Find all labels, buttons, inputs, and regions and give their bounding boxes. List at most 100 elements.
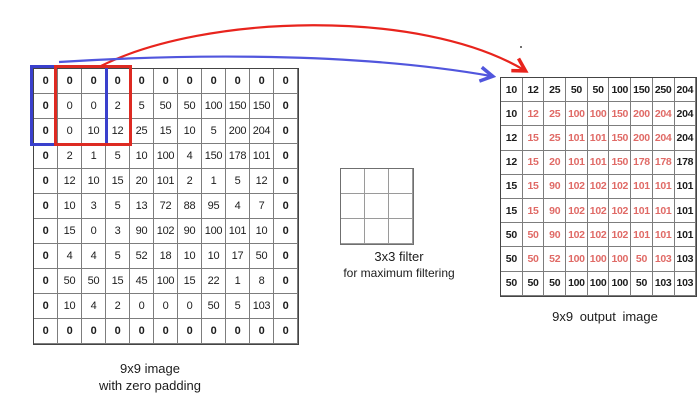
padded-grid-cell: 0	[226, 69, 250, 94]
padded-grid-cell: 100	[202, 94, 226, 119]
padded-grid-cell: 72	[154, 194, 178, 219]
output-grid-cell: 150	[609, 102, 632, 127]
output-grid-cell: 12	[522, 78, 545, 103]
output-grid-cell: 50	[522, 247, 545, 272]
output-grid-cell: 20	[544, 150, 567, 175]
padded-grid-cell: 0	[226, 319, 250, 344]
filter-cell	[365, 219, 389, 244]
output-grid-cell: 150	[631, 78, 653, 103]
padded-grid-cell: 0	[34, 319, 58, 344]
padded-grid-cell: 0	[58, 94, 82, 119]
padded-grid-cell: 2	[58, 144, 82, 169]
output-image-label: 9x9 output image	[552, 309, 658, 324]
padded-grid-cell: 4	[226, 194, 250, 219]
output-grid-cell: 101	[631, 198, 653, 224]
output-grid-cell: 101	[566, 126, 588, 151]
output-grid-cell: 50	[631, 247, 653, 272]
padded-grid-cell: 4	[178, 144, 202, 169]
output-grid-cell: 50	[522, 271, 545, 296]
padded-grid-cell: 15	[58, 219, 82, 244]
output-grid-cell: 101	[631, 174, 653, 199]
padded-grid-cell: 50	[250, 244, 274, 269]
padded-grid-cell: 0	[274, 269, 298, 294]
padded-grid-cell: 101	[226, 219, 250, 244]
output-grid-cell: 100	[587, 247, 610, 272]
filter-cell	[389, 194, 413, 219]
padded-grid-cell: 5	[226, 169, 250, 194]
output-grid-cell: 103	[652, 247, 675, 272]
output-grid-cell: 50	[501, 223, 523, 248]
padded-grid-cell: 0	[82, 219, 106, 244]
output-grid-cell: 150	[609, 150, 632, 175]
filter-cell	[341, 169, 365, 194]
padded-grid-cell: 0	[106, 319, 130, 344]
padded-grid-cell: 0	[202, 69, 226, 94]
padded-grid-cell: 90	[130, 219, 154, 244]
padded-grid-cell: 20	[130, 169, 154, 194]
filter-cell	[341, 219, 365, 244]
padded-grid-cell: 0	[34, 69, 58, 94]
output-grid-cell: 101	[587, 150, 610, 175]
padded-grid-cell: 0	[130, 319, 154, 344]
padded-grid-cell: 101	[154, 169, 178, 194]
padded-grid-cell: 100	[154, 144, 178, 169]
padded-grid-cell: 101	[250, 144, 274, 169]
padded-grid-cell: 5	[226, 294, 250, 319]
padded-grid-cell: 0	[34, 269, 58, 294]
padded-grid-cell: 13	[130, 194, 154, 219]
filter-grid	[340, 168, 414, 245]
padded-grid-cell: 25	[130, 119, 154, 144]
padded-grid-cell: 0	[154, 294, 178, 319]
padded-grid-cell: 0	[178, 319, 202, 344]
output-grid-cell: 204	[652, 102, 675, 127]
padded-grid-cell: 18	[154, 244, 178, 269]
output-grid-cell: 102	[609, 223, 632, 248]
padded-grid-cell: 45	[130, 269, 154, 294]
output-grid-cell: 50	[501, 247, 523, 272]
padded-grid-cell: 10	[58, 294, 82, 319]
output-grid-cell: 100	[587, 271, 610, 296]
padded-grid-cell: 0	[154, 319, 178, 344]
output-grid-cell: 15	[501, 174, 523, 199]
output-grid-cell: 100	[566, 247, 588, 272]
padded-grid-cell: 0	[34, 294, 58, 319]
padded-grid-cell: 10	[202, 244, 226, 269]
output-grid-cell: 204	[652, 126, 675, 151]
output-grid-cell: 101	[631, 223, 653, 248]
padded-grid-cell: 12	[58, 169, 82, 194]
output-grid-cell: 12	[501, 150, 523, 175]
output-grid-cell: 10	[501, 102, 523, 127]
output-grid-cell: 101	[652, 174, 675, 199]
padded-grid-cell: 0	[82, 319, 106, 344]
padded-grid-cell: 0	[202, 319, 226, 344]
output-grid-cell: 12	[522, 102, 545, 127]
output-grid-cell: 102	[587, 174, 610, 199]
padded-grid-cell: 0	[274, 319, 298, 344]
padded-grid-cell: 0	[34, 94, 58, 119]
padded-grid-cell: 3	[106, 219, 130, 244]
output-grid-cell: 15	[522, 174, 545, 199]
padded-grid-cell: 5	[130, 94, 154, 119]
output-grid-cell: 178	[631, 150, 653, 175]
padded-grid-cell: 10	[250, 219, 274, 244]
padded-grid-cell: 10	[178, 244, 202, 269]
padded-grid-cell: 0	[274, 144, 298, 169]
output-grid-cell: 102	[566, 198, 588, 224]
padded-grid-cell: 0	[250, 69, 274, 94]
output-grid-cell: 102	[566, 223, 588, 248]
padded-image-label-line2: with zero padding	[99, 378, 201, 393]
output-grid-cell: 102	[566, 174, 588, 199]
padded-grid-cell: 5	[106, 144, 130, 169]
output-grid-cell: 250	[652, 78, 675, 103]
output-grid-cell: 101	[674, 223, 697, 248]
output-grid-cell: 25	[544, 102, 567, 127]
padded-grid-cell: 52	[130, 244, 154, 269]
output-grid-cell: 100	[609, 78, 632, 103]
filter-cell	[389, 169, 413, 194]
output-grid-cell: 90	[544, 198, 567, 224]
output-grid-cell: 101	[566, 150, 588, 175]
padded-grid-cell: 178	[226, 144, 250, 169]
output-grid-cell: 100	[566, 102, 588, 127]
padded-grid-cell: 0	[274, 194, 298, 219]
padded-grid-cell: 2	[178, 169, 202, 194]
